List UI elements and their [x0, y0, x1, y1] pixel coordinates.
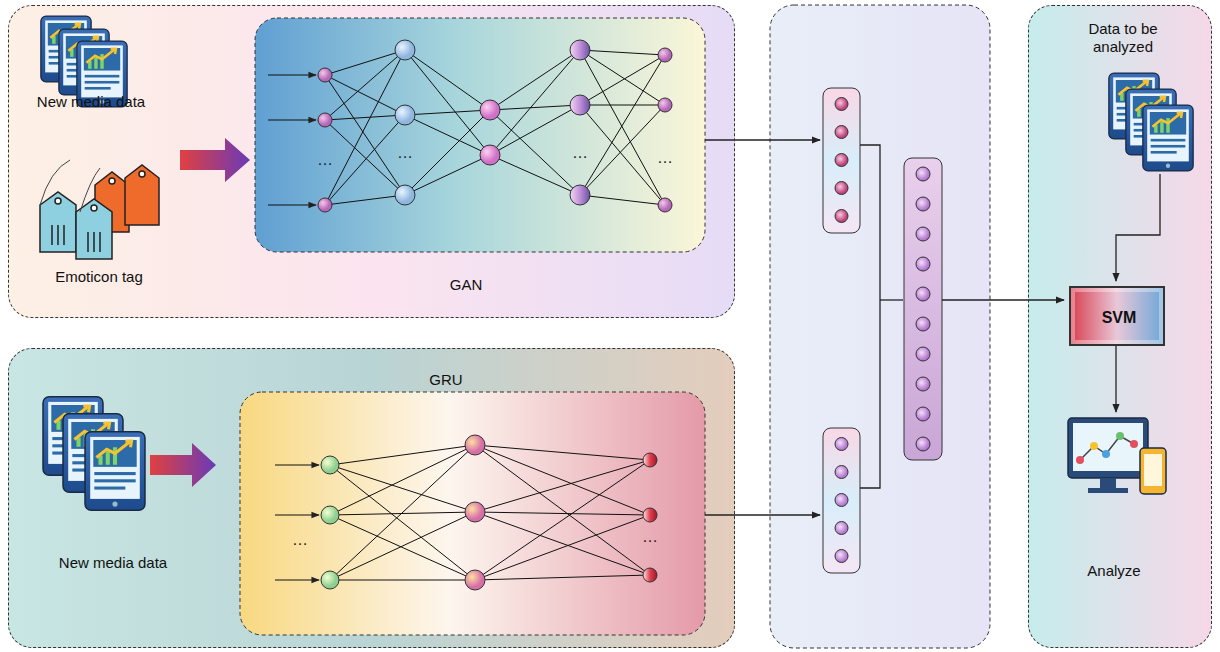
ellipsis-mark: …	[642, 529, 658, 545]
input-label: New media data	[37, 93, 145, 111]
output-label: Analyze	[1087, 562, 1140, 580]
gan-panel: New media dataEmoticon tag GAN	[8, 5, 735, 318]
ellipsis-mark: …	[397, 145, 413, 161]
ellipsis-mark: …	[572, 145, 588, 161]
ellipsis-mark: …	[657, 150, 673, 166]
module-title: GRU	[429, 371, 462, 389]
ellipsis-mark: …	[292, 532, 308, 548]
ellipsis-mark: …	[317, 152, 333, 168]
classifier-label: SVM	[1102, 308, 1137, 327]
input-label: New media data	[59, 554, 167, 572]
input-label: Emoticon tag	[55, 268, 143, 286]
module-title: GAN	[450, 276, 483, 294]
gru-panel: GRU New media data	[8, 348, 735, 648]
panel-heading: Data to be analyzed	[1063, 20, 1183, 56]
analysis-panel: Data to be analyzedAnalyze SVM	[1028, 5, 1212, 648]
svm-box: SVM	[1069, 286, 1165, 346]
